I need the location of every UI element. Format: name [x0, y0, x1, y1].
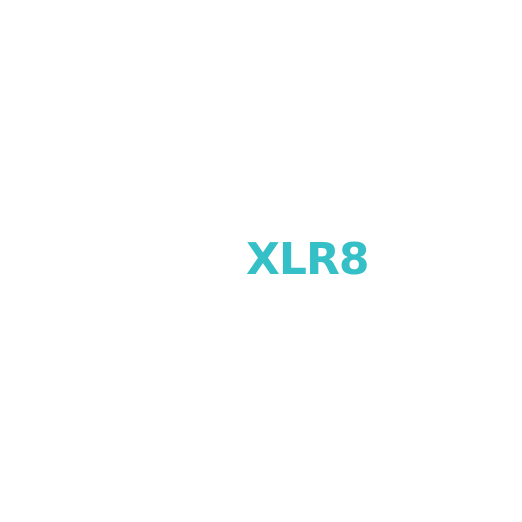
brand-logo: XLR8: [246, 236, 386, 284]
brand-name-text: XLR8: [246, 234, 369, 285]
